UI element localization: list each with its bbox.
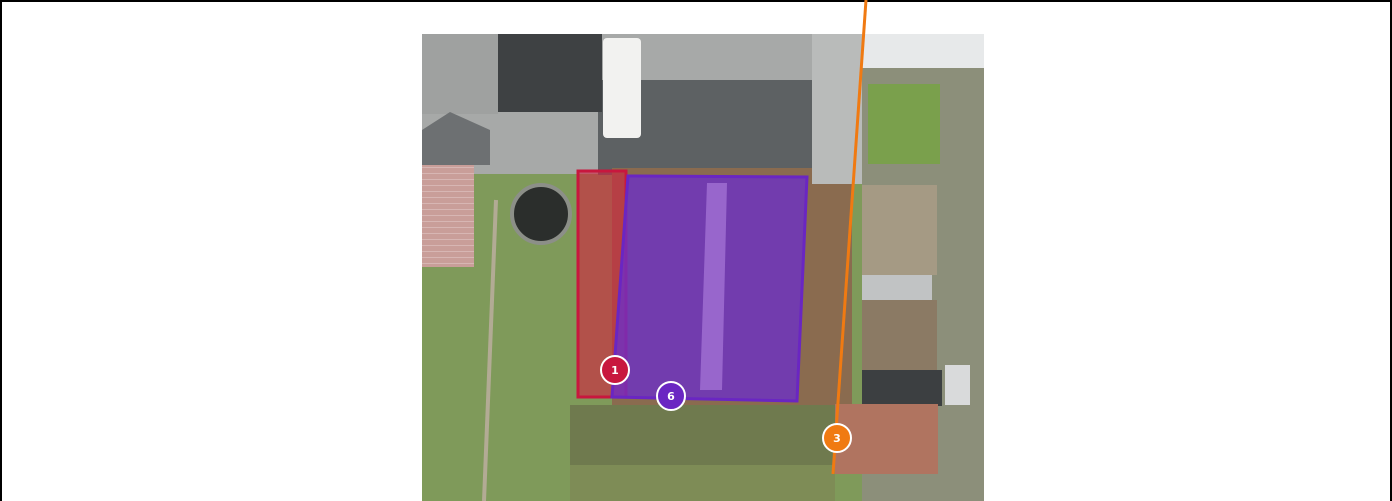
dark-shed bbox=[862, 370, 942, 406]
trampoline bbox=[510, 183, 572, 245]
marker-1-label: 1 bbox=[611, 364, 619, 377]
greenhouse bbox=[862, 34, 984, 68]
zone-1-red[interactable] bbox=[576, 169, 628, 399]
marker-6-label: 6 bbox=[667, 390, 675, 403]
garden-bed bbox=[570, 405, 835, 465]
white-trailer bbox=[603, 38, 641, 138]
marker-3-label: 3 bbox=[833, 432, 841, 445]
marker-3[interactable]: 3 bbox=[822, 423, 852, 453]
red-roof-house bbox=[835, 404, 938, 474]
pitched-roof bbox=[422, 112, 490, 165]
dark-roof-building bbox=[498, 34, 602, 112]
boundary-line-3[interactable] bbox=[831, 0, 868, 475]
marker-6[interactable]: 6 bbox=[656, 381, 686, 411]
lawn-plot bbox=[868, 84, 940, 164]
garden-path bbox=[482, 199, 498, 501]
paved-lot bbox=[422, 34, 498, 114]
marker-1[interactable]: 1 bbox=[600, 355, 630, 385]
roof-ridge bbox=[700, 183, 727, 390]
